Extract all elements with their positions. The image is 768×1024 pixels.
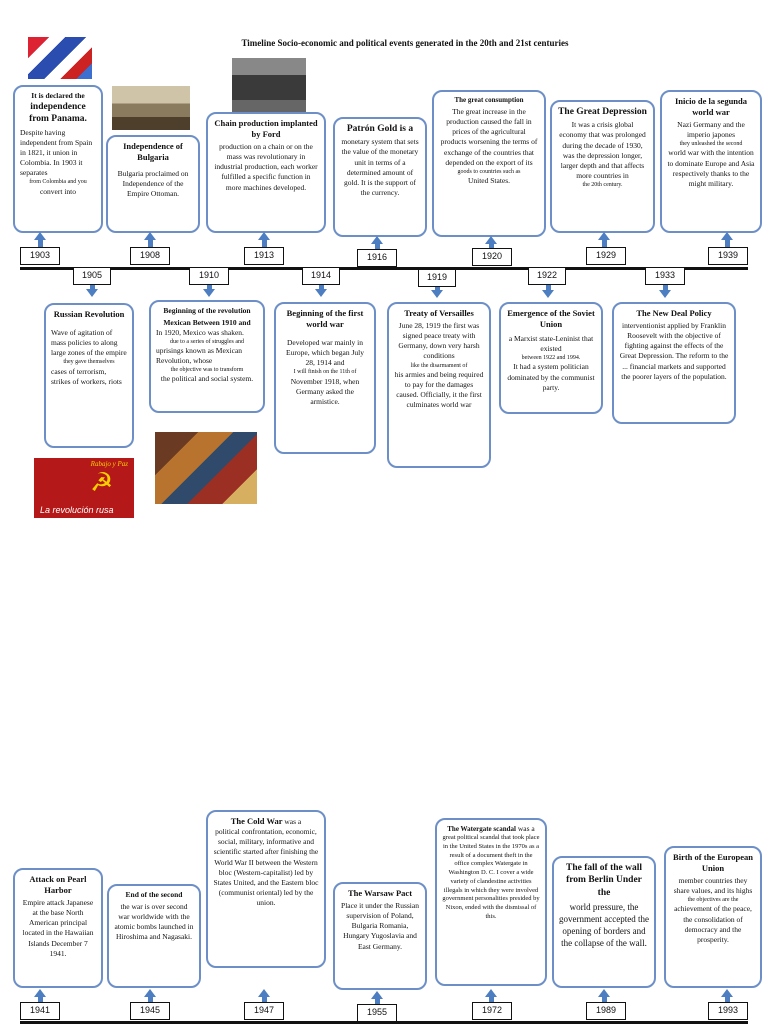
stem-1993	[724, 997, 730, 1002]
year-1955: 1955	[357, 1004, 397, 1022]
russian-revolution-image: Rabajo y Paz ☭ La revolución rusa	[34, 458, 134, 518]
stem-1947	[261, 997, 267, 1002]
card-ww1-start: Beginning of the first world war Develop…	[274, 302, 376, 454]
year-1920: 1920	[472, 248, 512, 266]
timeline-axis-bottom	[20, 1021, 748, 1024]
card-russian-revolution: Russian Revolution Wave of agitation of …	[44, 303, 134, 448]
ford-car-image	[232, 58, 306, 114]
image-caption: La revolución rusa	[40, 505, 114, 515]
year-1916: 1916	[357, 249, 397, 267]
stem-1903	[37, 240, 43, 247]
card-warsaw-pact: The Warsaw Pact Place it under the Russi…	[333, 882, 427, 990]
card-watergate: The Watergate scandal was a great politi…	[435, 818, 547, 986]
card-great-consumption: The great consumption The great increase…	[432, 90, 546, 237]
card-european-union: Birth of the European Union member count…	[664, 846, 762, 988]
year-1903: 1903	[20, 247, 60, 265]
stem-1914	[318, 285, 324, 289]
card-bulgaria-independence: Independence of Bulgaria Bulgaria procla…	[106, 135, 200, 233]
arrow-1905	[86, 289, 98, 297]
card-ww2-start: Inicio de la segunda world war Nazi Germ…	[660, 90, 762, 233]
stem-1989	[601, 997, 607, 1002]
year-1908: 1908	[130, 247, 170, 265]
year-1933: 1933	[645, 267, 685, 285]
card-cold-war: The Cold War was a political confrontati…	[206, 810, 326, 968]
arrow-1922	[542, 290, 554, 298]
stem-1941	[37, 997, 43, 1002]
card-treaty-versailles: Treaty of Versailles June 28, 1919 the f…	[387, 302, 491, 468]
arrow-1920	[485, 236, 497, 244]
arrow-1947	[258, 989, 270, 997]
year-1972: 1972	[472, 1002, 512, 1020]
arrow-1919	[431, 290, 443, 298]
stem-1929	[601, 240, 607, 247]
card-panama-independence: It is declared the independence from Pan…	[13, 85, 103, 233]
stem-1910	[206, 285, 212, 289]
arrow-1908	[144, 232, 156, 240]
bulgaria-crowd-image	[112, 86, 190, 130]
year-1919: 1919	[418, 269, 456, 287]
year-1941: 1941	[20, 1002, 60, 1020]
card-gold-standard: Patrón Gold is a monetary system that se…	[333, 117, 427, 237]
year-1905: 1905	[73, 267, 111, 285]
year-1910: 1910	[189, 267, 229, 285]
stem-1972	[488, 997, 494, 1002]
year-1913: 1913	[244, 247, 284, 265]
card-berlin-wall: The fall of the wall from Berlin Under t…	[552, 856, 656, 988]
arrow-1989	[598, 989, 610, 997]
card-mexican-revolution: Beginning of the revolution Mexican Betw…	[149, 300, 265, 413]
page-title: Timeline Socio-economic and political ev…	[241, 38, 569, 48]
card-great-depression: The Great Depression It was a crisis glo…	[550, 100, 655, 233]
arrow-1972	[485, 989, 497, 997]
mexican-revolution-mural-image	[155, 432, 257, 504]
stem-1913	[261, 240, 267, 247]
year-1914: 1914	[302, 267, 340, 285]
stem-1905	[89, 285, 95, 289]
arrow-1929	[598, 232, 610, 240]
year-1929: 1929	[586, 247, 626, 265]
arrow-1945	[144, 989, 156, 997]
stem-1920	[488, 244, 494, 248]
stem-1916	[374, 244, 380, 249]
arrow-1939	[721, 232, 733, 240]
arrow-1955	[371, 991, 383, 999]
stem-1922	[545, 285, 551, 290]
arrow-1913	[258, 232, 270, 240]
stem-1919	[434, 287, 440, 290]
stem-1939	[724, 240, 730, 247]
year-1945: 1945	[130, 1002, 170, 1020]
arrow-1910	[203, 289, 215, 297]
arrow-1993	[721, 989, 733, 997]
card-ford-chain-production: Chain production implanted by Ford produ…	[206, 112, 326, 233]
arrow-1916	[371, 236, 383, 244]
card-soviet-union: Emergence of the Soviet Union a Marxist …	[499, 302, 603, 414]
image-banner: Rabajo y Paz	[90, 460, 128, 468]
card-end-ww2: End of the second the war is over second…	[107, 884, 201, 988]
card-new-deal: The New Deal Policy interventionist appl…	[612, 302, 736, 424]
stem-1955	[374, 999, 380, 1004]
year-1993: 1993	[708, 1002, 748, 1020]
arrow-1903	[34, 232, 46, 240]
timeline-axis-top	[20, 267, 748, 270]
card-pearl-harbor: Attack on Pearl Harbor Empire attack Jap…	[13, 868, 103, 988]
panama-flag-image	[28, 37, 92, 79]
arrow-1914	[315, 289, 327, 297]
arrow-1933	[659, 290, 671, 298]
hammer-sickle-icon: ☭	[90, 468, 114, 497]
year-1989: 1989	[586, 1002, 626, 1020]
year-1939: 1939	[708, 247, 748, 265]
arrow-1941	[34, 989, 46, 997]
stem-1945	[147, 997, 153, 1002]
stem-1933	[662, 285, 668, 290]
stem-1908	[147, 240, 153, 247]
year-1947: 1947	[244, 1002, 284, 1020]
year-1922: 1922	[528, 267, 566, 285]
